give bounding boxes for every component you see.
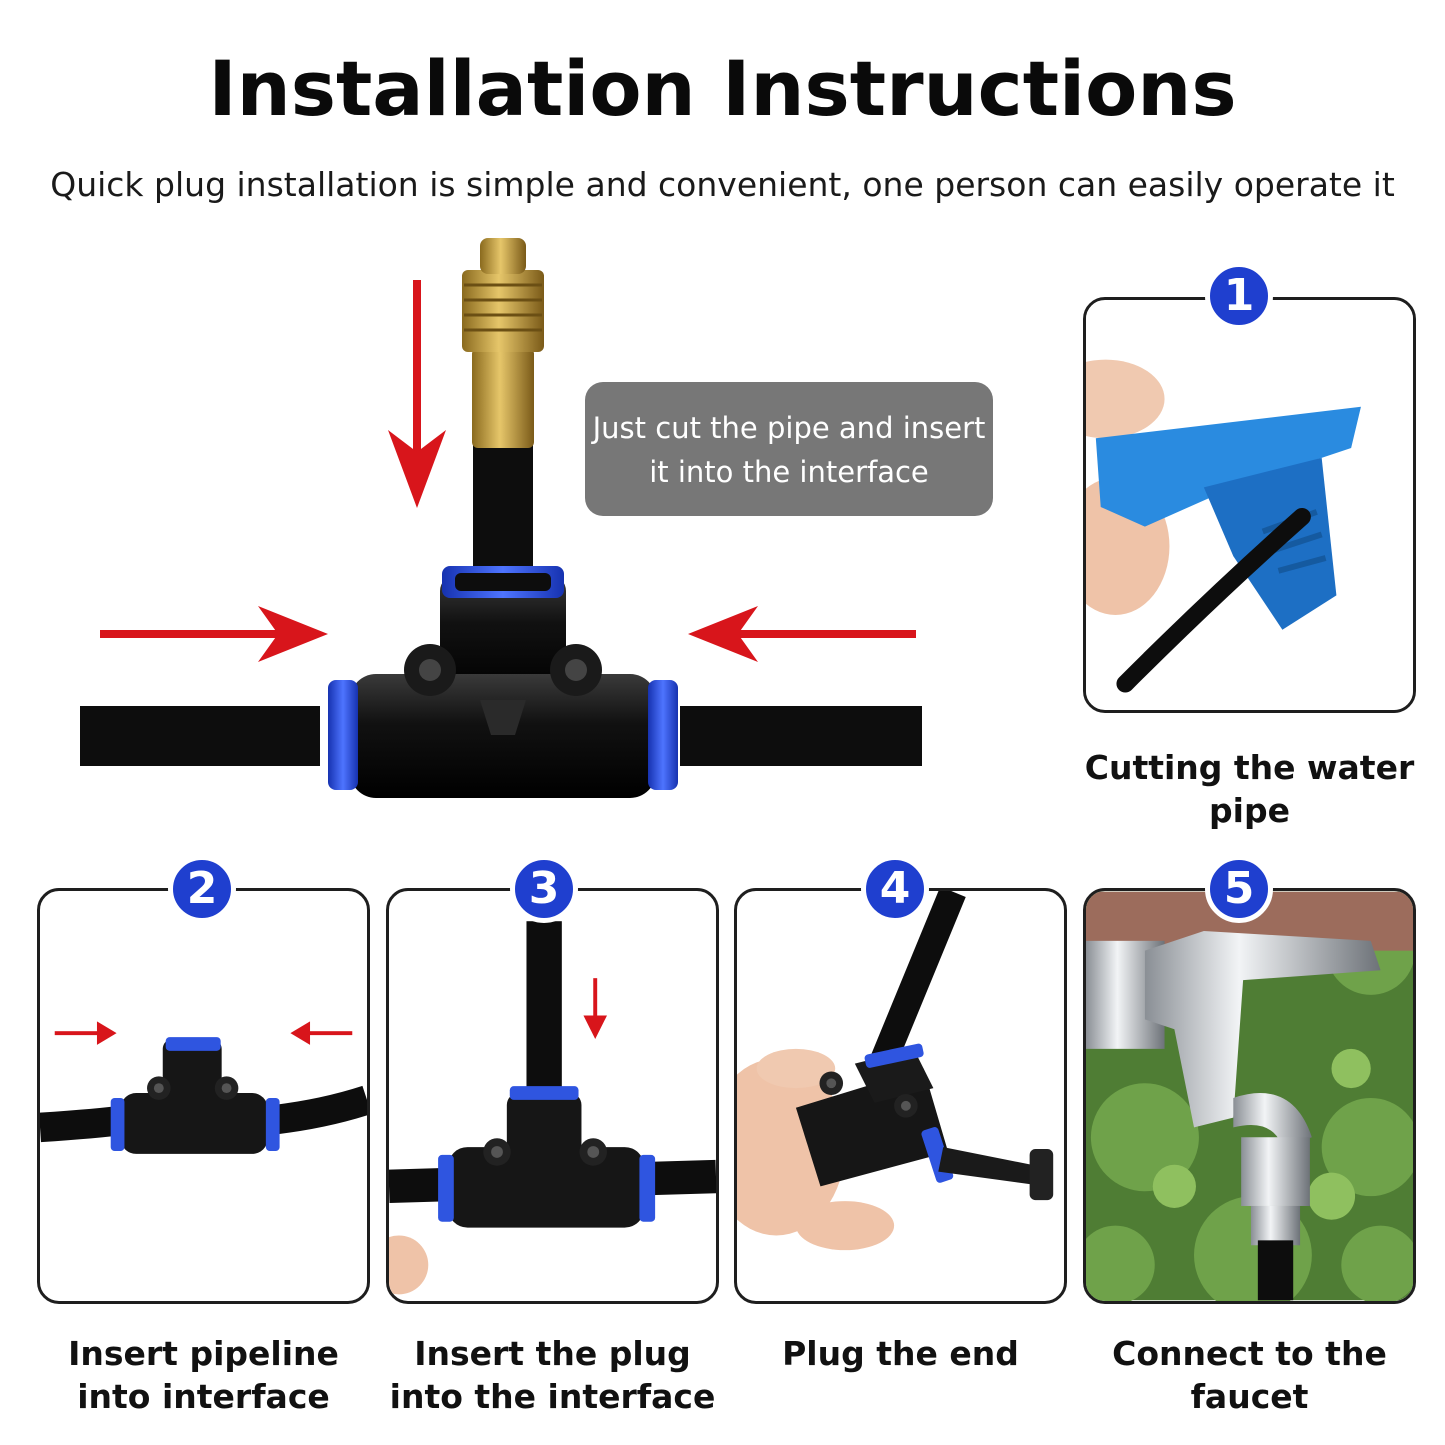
tee-connector-icon bbox=[40, 1021, 367, 1154]
pipe-cutter-icon bbox=[1086, 300, 1413, 710]
step-1-badge: 1 bbox=[1205, 262, 1273, 330]
end-plug-icon bbox=[737, 891, 1054, 1251]
arrow-right-icon bbox=[100, 606, 328, 662]
step-2-badge: 2 bbox=[168, 855, 236, 923]
step-2-panel bbox=[37, 888, 370, 1304]
step-1-caption-line-2: pipe bbox=[1209, 791, 1290, 830]
step-5-badge: 5 bbox=[1205, 855, 1273, 923]
step-3-caption-line-1: Insert the plug bbox=[414, 1334, 691, 1373]
page-subtitle: Quick plug installation is simple and co… bbox=[50, 165, 1395, 204]
step-5-panel bbox=[1083, 888, 1416, 1304]
step-2-caption: Insert pipeline into interface bbox=[37, 1332, 370, 1418]
step-1-caption-line-1: Cutting the water bbox=[1084, 748, 1415, 787]
callout-line-1: Just cut the pipe and insert bbox=[592, 411, 986, 445]
right-pipe bbox=[680, 706, 922, 766]
tee-with-pipe-icon bbox=[389, 921, 716, 1295]
step-4-panel bbox=[734, 888, 1067, 1304]
arrow-down-icon bbox=[388, 280, 446, 508]
left-release-ring bbox=[328, 680, 358, 790]
callout-line-2: it into the interface bbox=[649, 455, 929, 489]
step-3-badge: 3 bbox=[510, 855, 578, 923]
vertical-pipe bbox=[473, 430, 533, 580]
tee-body-icon bbox=[350, 575, 656, 798]
step-3-caption-line-2: into the interface bbox=[389, 1377, 716, 1416]
step-5-caption: Connect to the faucet bbox=[1083, 1332, 1416, 1418]
arrow-left-icon bbox=[688, 606, 916, 662]
faucet-icon bbox=[1086, 891, 1413, 1301]
step-5-caption-line-2: faucet bbox=[1190, 1377, 1309, 1416]
step-4-badge: 4 bbox=[861, 855, 929, 923]
step-5-caption-line-1: Connect to the bbox=[1112, 1334, 1387, 1373]
step-2-caption-line-1: Insert pipeline bbox=[68, 1334, 339, 1373]
tee-connector-hero-illustration bbox=[80, 238, 922, 798]
brass-nozzle-icon bbox=[462, 238, 544, 448]
step-4-caption: Plug the end bbox=[734, 1332, 1067, 1375]
step-1-panel bbox=[1083, 297, 1416, 713]
left-pipe bbox=[80, 706, 320, 766]
callout-box: Just cut the pipe and insert it into the… bbox=[585, 382, 993, 516]
step-4-caption-line-1: Plug the end bbox=[782, 1334, 1019, 1373]
step-1-caption: Cutting the water pipe bbox=[1083, 746, 1416, 832]
step-3-panel bbox=[386, 888, 719, 1304]
right-release-ring bbox=[648, 680, 678, 790]
page-title: Installation Instructions bbox=[208, 44, 1237, 133]
step-2-caption-line-2: into interface bbox=[77, 1377, 330, 1416]
step-3-caption: Insert the plug into the interface bbox=[386, 1332, 719, 1418]
